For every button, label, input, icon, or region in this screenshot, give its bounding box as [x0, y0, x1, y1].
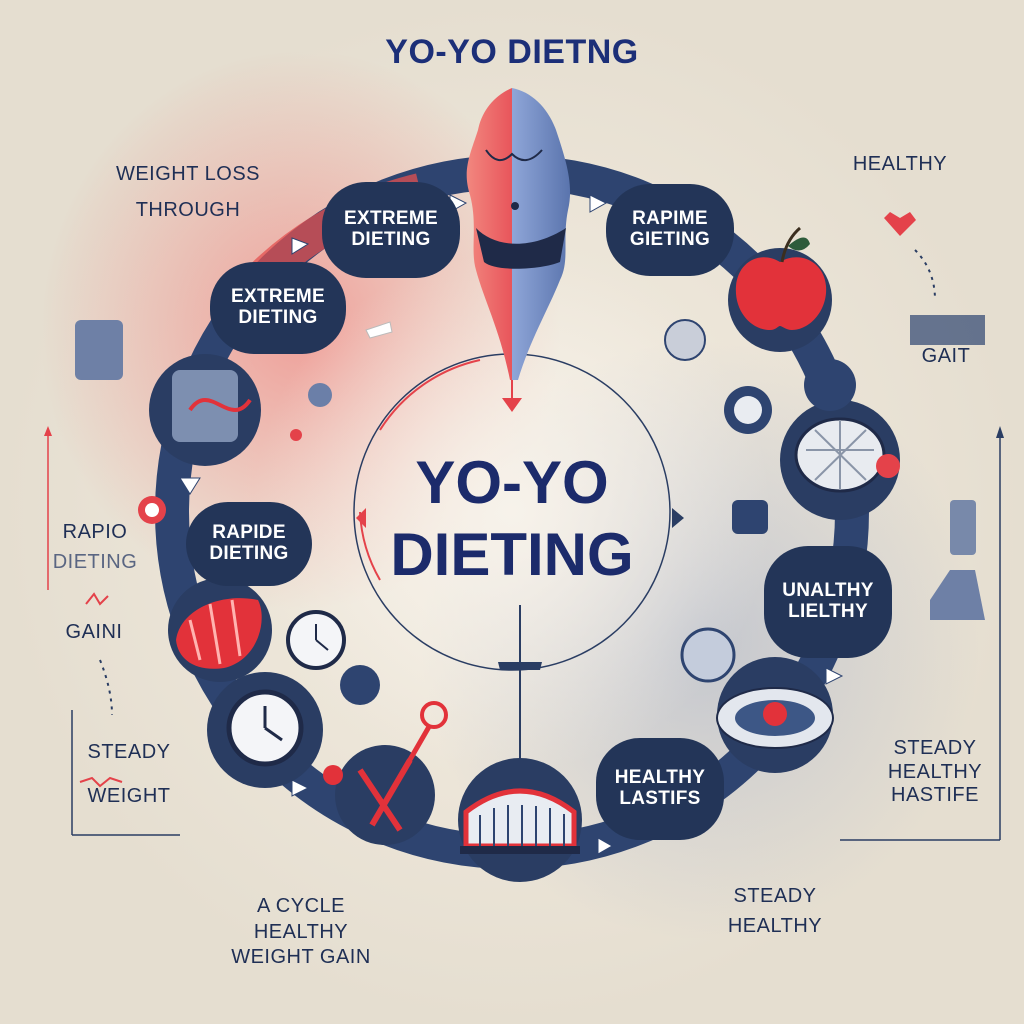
label-line: WEIGHT [87, 784, 171, 807]
label-line: HEALTHY [253, 920, 349, 943]
person-icon [950, 500, 976, 555]
figure-icon [930, 570, 985, 620]
label-gain-left: GAINI [65, 621, 123, 643]
label-line: HEALTHY [887, 760, 983, 783]
label-gait: GAIT [921, 345, 971, 367]
label-steady-healthy-hastife: STEADY HEALTHY HASTIFE [860, 737, 1010, 807]
bag-side-icon [75, 320, 123, 380]
label-healthy-top-right: HEALTHY [852, 153, 948, 175]
bubble-line: EXTREME [344, 208, 438, 230]
pill-icon [365, 321, 393, 339]
pin-icon [910, 315, 985, 345]
small-cup-icon [308, 383, 332, 407]
meat-icon [168, 578, 272, 682]
pan-icon [458, 758, 582, 882]
label-line: A CYCLE [257, 895, 345, 917]
label-line: WEIGHT GAIN [231, 946, 371, 969]
bubble-line: GIETING [629, 229, 711, 250]
bubble-line: EXTREME [231, 286, 325, 308]
arrow-icon [589, 194, 608, 213]
label-line: RAPIO [62, 521, 128, 543]
dumbbell-icon [323, 701, 448, 845]
label-line: WEIGHT LOSS [115, 163, 261, 185]
label-line: HEALTHY [727, 914, 823, 937]
plate-icon [716, 657, 834, 773]
bubble-line: DIETING [351, 229, 431, 250]
arrow-icon [179, 477, 201, 495]
bubble-rapime-gieting: RAPIME GIETING [606, 184, 734, 276]
bubble-healthy-lastifs: HEALTHY LASTIFS [596, 738, 724, 840]
diagram-title: YO-YO DIETNG [385, 33, 639, 71]
arrow-icon [291, 779, 310, 797]
arrow-icon [597, 837, 614, 855]
clock-icon [207, 672, 323, 788]
creature-icon [804, 359, 856, 411]
label-steady-healthy-bottom: STEADY HEALTHY [690, 885, 860, 937]
hand-icon [732, 500, 768, 534]
bubble-extreme-dieting-top: EXTREME DIETING [322, 182, 460, 278]
label-line: STEADY [893, 737, 977, 759]
bubble-line: HEALTHY [614, 767, 706, 789]
label-line: THROUGH [135, 198, 241, 221]
scale-icon [780, 400, 900, 520]
label-line: HASTIFE [891, 784, 979, 807]
badge-icon [724, 386, 772, 434]
small-mug-icon [340, 665, 380, 705]
label-line: STEADY [87, 741, 171, 763]
bubble-line: LASTIFS [619, 788, 701, 809]
bubble-rapide-dieting: RAPIDE DIETING [186, 502, 312, 586]
bubble-line: DIETING [238, 307, 318, 328]
heart-icon [884, 212, 916, 236]
red-dot-icon [138, 496, 166, 524]
body-silhouette-icon [466, 88, 571, 380]
bubble-line: LIELTHY [788, 601, 868, 622]
center-title-line2: DIETING [390, 521, 634, 588]
arrow-icon [825, 667, 844, 685]
mirror-icon [680, 627, 736, 683]
small-flower-icon [290, 429, 302, 441]
bubble-line: UNALTHY [782, 580, 874, 602]
cup-icon [664, 319, 706, 361]
bubble-line: DIETING [209, 543, 289, 564]
label-cycle: A CYCLE HEALTHY WEIGHT GAIN [196, 895, 406, 969]
center-title-line1: YO-YO [415, 449, 609, 516]
timer-icon [286, 610, 346, 670]
arrow-icon [291, 237, 310, 255]
bubble-extreme-dieting-left: EXTREME DIETING [210, 262, 346, 354]
apple-icon [728, 226, 832, 352]
fire-icon [85, 592, 109, 606]
label-line: STEADY [733, 885, 817, 907]
shopping-bag-icon [149, 354, 261, 466]
bubble-unalthy: UNALTHY LIELTHY [764, 546, 892, 658]
label-line: DIETING [52, 550, 138, 573]
bubble-line: RAPIDE [212, 522, 286, 544]
label-steady-weight: STEADY WEIGHT [64, 741, 194, 807]
bubble-line: RAPIME [632, 208, 708, 230]
label-rapid-dieting: RAPIO DIETING [40, 521, 150, 573]
label-weight-loss: WEIGHT LOSS THROUGH [88, 163, 288, 221]
